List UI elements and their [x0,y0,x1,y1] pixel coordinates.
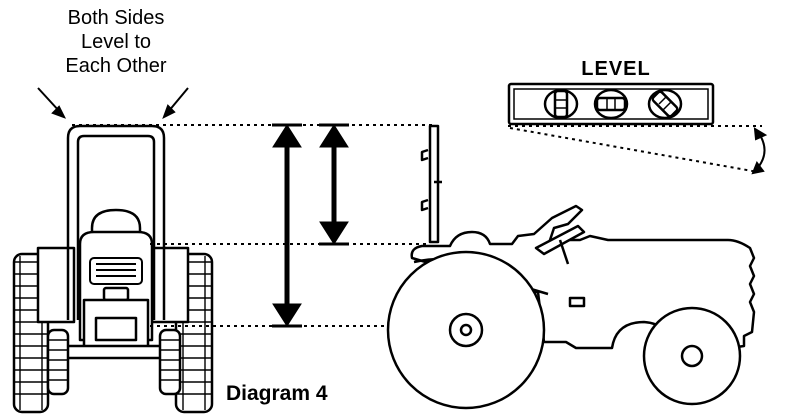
left-fender [36,246,76,324]
level-tilt-line [509,127,759,173]
left-front-tire [46,328,70,396]
tractor-front-view [12,124,214,414]
level-label: LEVEL [581,58,651,80]
rops-height-arrow [319,123,349,246]
grille [89,257,143,285]
angle-indicator [751,127,768,175]
level-callout: Both Sides Level to Each Other [36,6,196,78]
vertical-vial [543,88,579,120]
diagram-caption: Diagram 4 [226,382,328,405]
callout-line-1: Both Sides [67,7,165,29]
rops-post-side [420,124,442,244]
weight-bracket [94,316,138,342]
steering-column [558,239,570,265]
spirit-level [507,82,715,126]
step [568,296,586,308]
side-body [410,204,756,350]
right-front-tire [158,328,182,396]
measurement-arrows [272,123,349,328]
front-wheel-hub [680,344,704,368]
horizontal-vial [593,88,629,120]
callout-line-2: Level to [80,31,152,53]
callout-line-3: Each Other [65,55,167,77]
rear-wheel-axle [459,323,473,337]
full-height-arrow [272,123,302,328]
angled-vial [647,88,683,120]
callout-arrows [37,87,189,120]
right-fender [150,246,190,324]
headlight [102,286,130,302]
tractor-side-view [386,124,756,410]
